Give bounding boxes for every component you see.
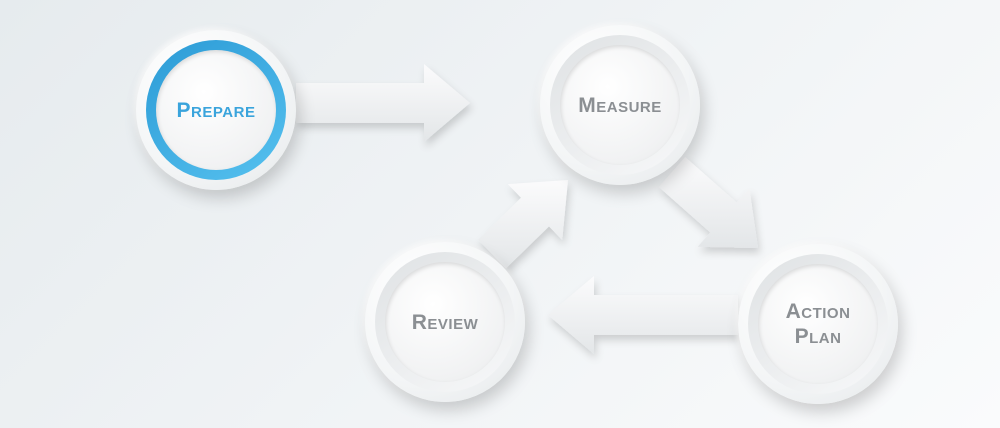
node-measure: Measure	[540, 25, 700, 185]
node-review: Review	[365, 242, 525, 402]
node-label-review: Review	[412, 310, 479, 335]
node-face	[560, 45, 680, 165]
arrow-action-plan-to-review	[548, 276, 738, 354]
arrow-review-to-measure	[478, 180, 568, 269]
node-label-action-plan: Action Plan	[786, 299, 851, 349]
label-line: Action	[785, 300, 851, 323]
node-prepare: Prepare	[136, 30, 296, 190]
node-action-plan: Action Plan	[738, 244, 898, 404]
node-label-measure: Measure	[578, 93, 662, 118]
label-line: Plan	[794, 325, 842, 348]
arrow-prepare-to-measure	[296, 64, 470, 142]
node-face	[758, 264, 878, 384]
label-line: Measure	[578, 93, 662, 117]
node-face	[156, 50, 276, 170]
arrow-measure-to-action-plan	[658, 157, 758, 248]
node-face	[385, 262, 505, 382]
node-label-prepare: Prepare	[177, 98, 256, 123]
label-line: Prepare	[176, 98, 256, 122]
label-line: Review	[411, 310, 479, 334]
